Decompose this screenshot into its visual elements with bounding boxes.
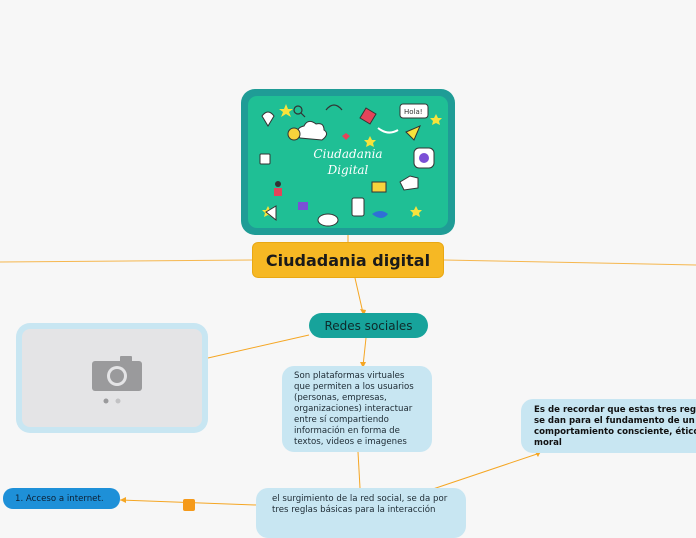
leaf-acceso-internet-label: 1. Acceso a internet. xyxy=(15,493,104,504)
connector-marker-icon[interactable] xyxy=(183,499,195,511)
illustration-caption-line2: Digital xyxy=(327,163,369,177)
subtopic-nota-reglas[interactable]: Es de recordar que estas tres reglas se … xyxy=(521,399,696,453)
hola-sign-text: Hola! xyxy=(404,108,423,116)
subtopic-definicion-text: Son plataformas virtuales que permiten a… xyxy=(294,371,414,447)
camera-icon xyxy=(92,356,142,404)
subtopic-surgimiento[interactable]: el surgimiento de la red social, se da p… xyxy=(256,488,466,538)
topic-redes-sociales-label: Redes sociales xyxy=(324,318,413,333)
central-topic-label: Ciudadania digital xyxy=(265,250,431,270)
leaf-acceso-internet[interactable]: 1. Acceso a internet. xyxy=(3,488,120,509)
ciudadania-digital-illustration: Hola! xyxy=(248,96,448,228)
topic-redes-sociales[interactable]: Redes sociales xyxy=(309,313,428,338)
doodle-icons: Hola! xyxy=(259,103,442,227)
image-placeholder-node[interactable] xyxy=(16,323,208,433)
central-image-frame[interactable]: Hola! xyxy=(241,89,455,235)
central-topic[interactable]: Ciudadania digital xyxy=(252,242,444,278)
illustration-caption-line1: Ciudadania xyxy=(313,147,382,161)
subtopic-surgimiento-text: el surgimiento de la red social, se da p… xyxy=(272,494,448,515)
image-placeholder-area xyxy=(22,329,202,427)
subtopic-nota-reglas-text: Es de recordar que estas tres reglas se … xyxy=(534,405,696,448)
subtopic-definicion[interactable]: Son plataformas virtuales que permiten a… xyxy=(282,366,432,452)
